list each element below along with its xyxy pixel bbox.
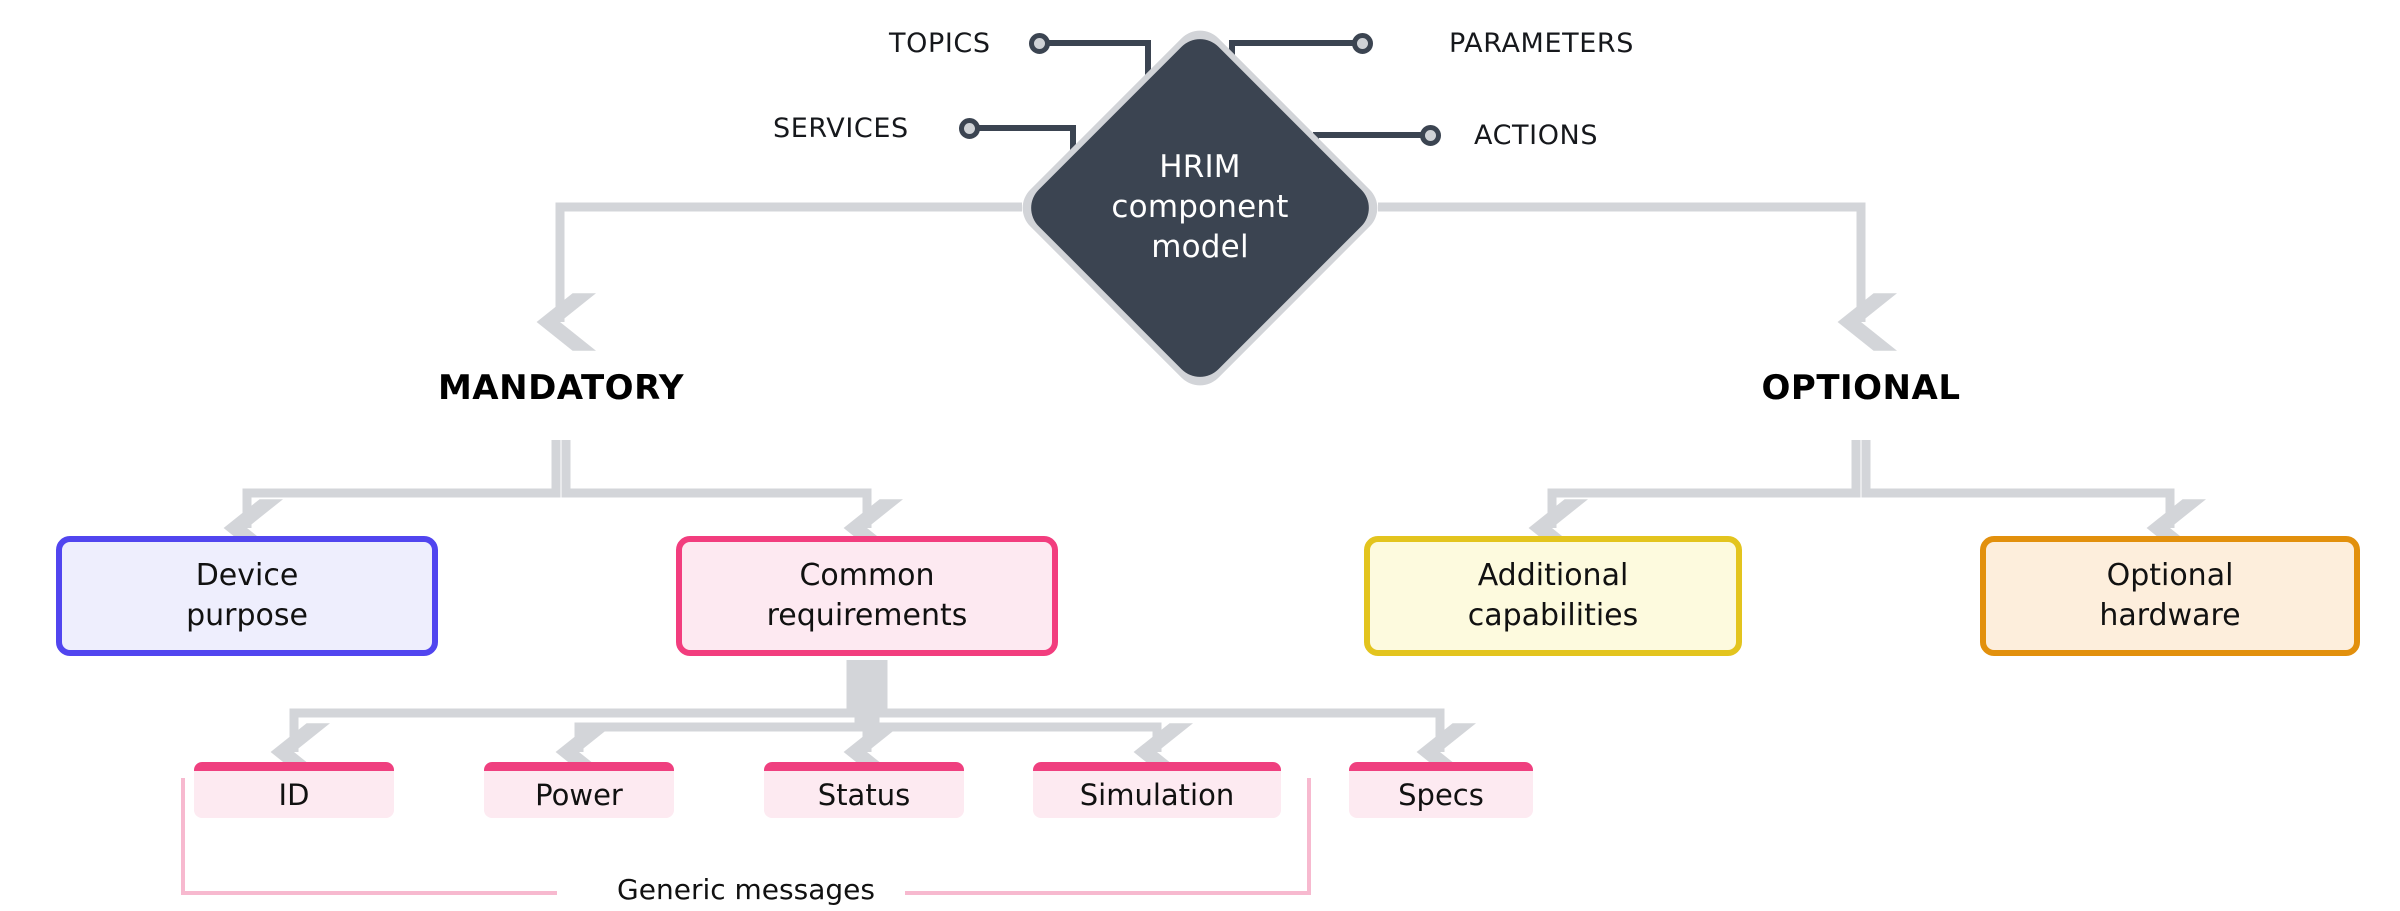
diamond-label: HRIM component model xyxy=(1020,28,1380,388)
leaf-box-specs[interactable]: Specs xyxy=(1349,762,1533,818)
interface-label-parameters[interactable]: PARAMETERS xyxy=(1449,28,1634,59)
leaf-box-power[interactable]: Power xyxy=(484,762,674,818)
branch-title-mandatory: MANDATORY xyxy=(437,368,685,408)
node-additional-capabilities-line2: capabilities xyxy=(1467,598,1639,633)
node-common-requirements[interactable]: Common requirements xyxy=(676,536,1058,656)
node-optional-hardware-line2: hardware xyxy=(2099,598,2241,633)
interface-label-topics[interactable]: TOPICS xyxy=(889,28,991,59)
interface-label-actions[interactable]: ACTIONS xyxy=(1474,120,1599,151)
diamond-label-line3: model xyxy=(1151,228,1249,265)
node-device-purpose[interactable]: Device purpose xyxy=(56,536,438,656)
node-device-purpose-line2: purpose xyxy=(186,598,308,633)
node-additional-capabilities-line1: Additional xyxy=(1477,558,1629,594)
services-pin-icon[interactable] xyxy=(959,118,980,139)
node-optional-hardware-line1: Optional xyxy=(2106,558,2234,594)
topics-pin-icon[interactable] xyxy=(1029,33,1050,54)
branch-title-optional: OPTIONAL xyxy=(1761,368,1961,408)
leaf-box-simulation[interactable]: Simulation xyxy=(1033,762,1281,818)
leaf-box-status[interactable]: Status xyxy=(764,762,964,818)
node-common-requirements-line2: requirements xyxy=(766,598,968,633)
interface-label-services[interactable]: SERVICES xyxy=(773,113,909,144)
hrim-component-model-node[interactable]: HRIM component model xyxy=(1011,19,1389,397)
leaf-box-id[interactable]: ID xyxy=(194,762,394,818)
node-common-requirements-line1: Common xyxy=(799,558,935,594)
actions-pin-icon[interactable] xyxy=(1420,125,1441,146)
diamond-label-line2: component xyxy=(1111,189,1289,226)
node-additional-capabilities[interactable]: Additional capabilities xyxy=(1364,536,1742,656)
node-optional-hardware[interactable]: Optional hardware xyxy=(1980,536,2360,656)
node-device-purpose-line1: Device xyxy=(195,558,299,594)
diamond-label-line1: HRIM xyxy=(1159,149,1241,186)
parameters-pin-icon[interactable] xyxy=(1352,33,1373,54)
generic-messages-label: Generic messages xyxy=(605,873,887,906)
